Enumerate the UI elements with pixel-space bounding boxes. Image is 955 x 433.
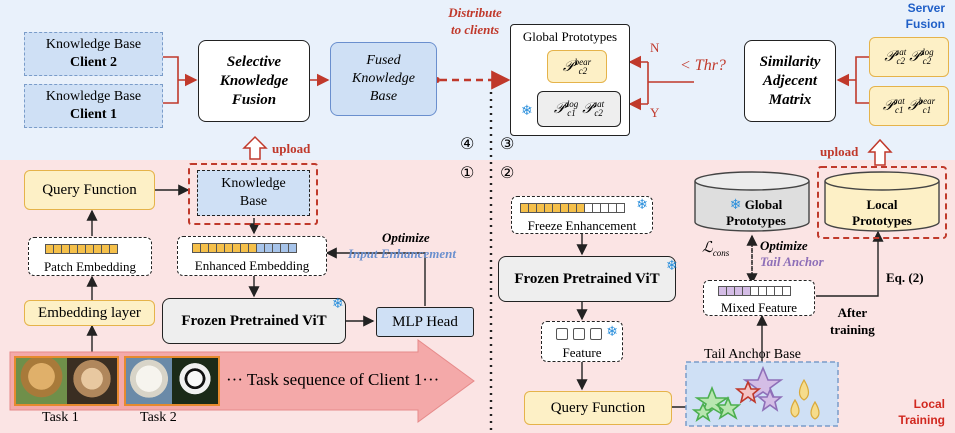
feature-box: ❄ Feature: [541, 321, 623, 362]
tail-anchor-base-label: Tail Anchor Base: [704, 347, 801, 362]
kb-highlight: [188, 163, 318, 225]
branch-y: Y: [650, 105, 660, 120]
step-2: ②: [500, 165, 515, 182]
kitten-image: [66, 358, 117, 404]
snowflake-icon: ❄: [521, 103, 533, 119]
global-prototypes-cylinder: [694, 171, 810, 232]
eq2-label: Eq. (2): [886, 270, 924, 285]
optimize-label-right: Optimize: [760, 238, 808, 253]
upload-label-right: upload: [820, 144, 859, 159]
step-4: ④: [460, 136, 475, 153]
threshold-label: < Thr?: [680, 57, 726, 74]
local-prototypes-cylinder: [824, 171, 940, 232]
frozen-vit-right: Frozen Pretrained ViT: [498, 256, 676, 302]
snowflake-icon: ❄: [729, 197, 742, 213]
embedding-layer: Embedding layer: [24, 300, 155, 326]
task-sequence-label: ··· Task sequence of Client 1···: [226, 370, 440, 389]
mlp-head: MLP Head: [376, 307, 474, 337]
snowflake-icon: ❄: [636, 197, 648, 213]
polar-bear-image: [126, 358, 172, 404]
patch-embedding: Patch Embedding: [28, 237, 152, 276]
enhanced-embedding: Enhanced Embedding: [177, 236, 327, 276]
task1-images: [14, 356, 119, 406]
l-cons-label: ℒcons: [702, 240, 730, 258]
snowflake-icon: ❄: [332, 296, 344, 312]
task1-label: Task 1: [42, 410, 79, 425]
tail-anchor-label: Tail Anchor: [760, 254, 824, 269]
task2-label: Task 2: [140, 410, 177, 425]
step-1: ①: [460, 165, 475, 182]
snowflake-icon: ❄: [606, 324, 618, 340]
freeze-enhancement: ❄ Freeze Enhancement: [511, 196, 653, 234]
snowflake-icon: ❄: [666, 258, 678, 274]
query-function-right: Query Function: [524, 391, 672, 425]
task2-images: [124, 356, 220, 406]
panda-image: [172, 358, 218, 404]
puppy-image: [16, 358, 67, 404]
mixed-feature: Mixed Feature: [703, 280, 815, 316]
query-function-left: Query Function: [24, 170, 155, 210]
upload-label-left: upload: [272, 141, 311, 156]
step-3: ③: [500, 136, 515, 153]
optimize-label-left: Optimize: [382, 230, 430, 245]
input-enhancement-label: Input Enhancement: [348, 246, 457, 261]
global-prototypes-title: Global Prototypes: [522, 29, 618, 44]
frozen-vit-left: Frozen Pretrained ViT: [162, 298, 346, 344]
branch-n: N: [650, 40, 660, 55]
